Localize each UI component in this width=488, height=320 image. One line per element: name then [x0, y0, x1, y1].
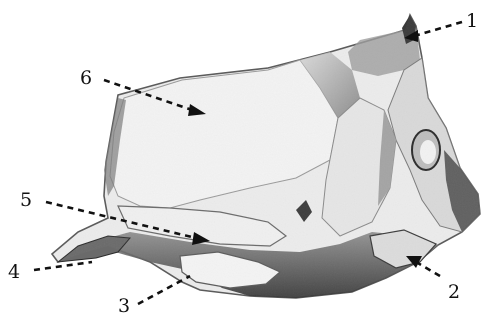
label-6: 6 [80, 67, 92, 89]
bone-texture [52, 15, 480, 298]
leader-4 [34, 262, 92, 270]
label-4: 4 [8, 261, 20, 283]
label-5: 5 [20, 189, 32, 211]
leader-2 [416, 262, 440, 276]
bone-illustration [52, 15, 480, 298]
label-2: 2 [448, 281, 460, 303]
label-1: 1 [466, 10, 478, 32]
label-3: 3 [118, 295, 130, 317]
leader-1 [414, 22, 462, 36]
